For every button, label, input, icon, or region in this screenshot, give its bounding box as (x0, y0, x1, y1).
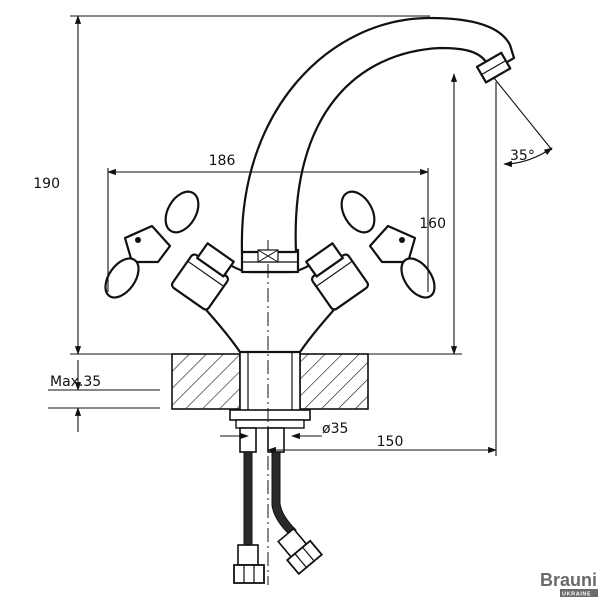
countertop-section (171, 353, 369, 410)
right-handle (305, 190, 436, 311)
dim-angle-35: 35° (493, 77, 553, 168)
label-diameter-35: ø35 (322, 421, 348, 437)
dim-height-190: 190 (33, 15, 430, 355)
axis-marker (257, 249, 279, 263)
label-190: 190 (33, 176, 60, 192)
label-angle-35: 35° (510, 148, 535, 164)
label-max-35: Max.35 (50, 374, 101, 390)
left-handle (104, 190, 235, 311)
dim-reach-150: 150 (267, 82, 497, 456)
supply-hoses (233, 427, 324, 584)
dim-width-186: 186 (107, 153, 429, 292)
spout (240, 16, 516, 254)
brand-sub: UKRAINE (562, 592, 591, 598)
label-160: 160 (419, 216, 446, 232)
label-186: 186 (209, 153, 236, 169)
dim-spout-height-160: 160 (368, 73, 462, 355)
dim-max-thickness: Max.35 (48, 360, 160, 432)
label-150: 150 (377, 434, 404, 450)
brand-logo: Brauni UKRAINE (540, 570, 598, 598)
mounting-shank (229, 349, 311, 429)
brand-name: Brauni (540, 570, 597, 590)
dim-diameter-35: ø35 (220, 421, 348, 440)
